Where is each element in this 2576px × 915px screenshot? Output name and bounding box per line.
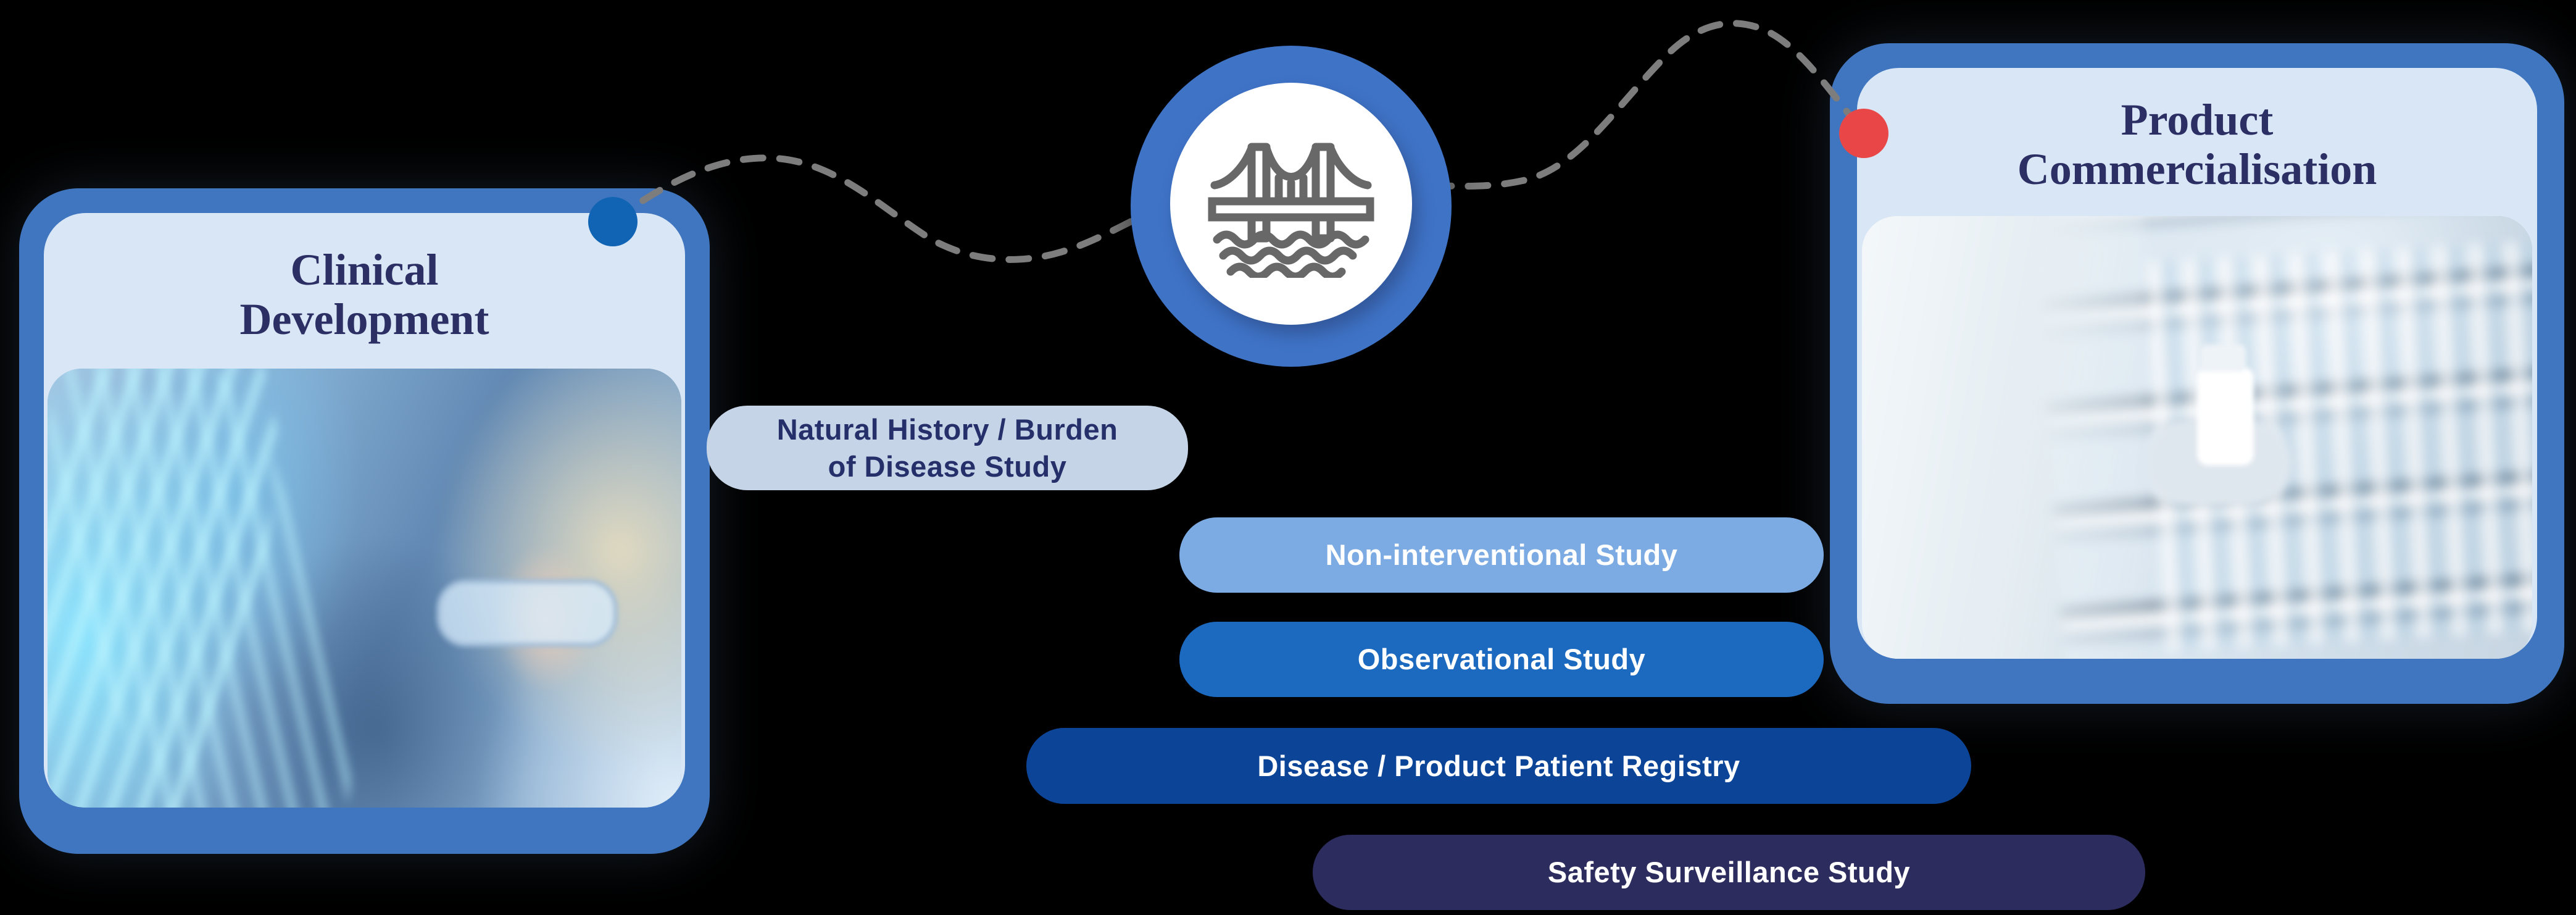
- held-bottle-cap-shape: [2200, 344, 2246, 372]
- pill-label: Observational Study: [1357, 643, 1646, 675]
- pill-label: Non-interventional Study: [1325, 538, 1678, 571]
- pill-non-interventional-study: Non-interventional Study: [1179, 517, 1824, 593]
- pill-safety-surveillance-study: Safety Surveillance Study: [1313, 835, 2145, 910]
- pill-label: Safety Surveillance Study: [1547, 856, 1911, 888]
- clinical-lab-photo: [48, 369, 681, 808]
- pharmacy-shelf-photo: [1862, 216, 2532, 659]
- safety-goggles-shape: [436, 579, 618, 648]
- pharmacist-coat-shape: [1862, 216, 2144, 659]
- title-line: Clinical: [290, 245, 439, 295]
- bridge-circle-badge: [1131, 46, 1452, 367]
- title-line: Product: [2121, 95, 2274, 144]
- bridge-icon: [1208, 143, 1374, 278]
- held-bottle-shape: [2197, 366, 2254, 466]
- pill-observational-study: Observational Study: [1179, 622, 1824, 697]
- pill-disease-product-patient-registry: Disease / Product Patient Registry: [1026, 728, 1971, 804]
- blue-connector-dot: [588, 197, 638, 246]
- bridge-badge-inner: [1170, 83, 1412, 325]
- red-connector-dot: [1839, 109, 1888, 158]
- title-line: Commercialisation: [2017, 144, 2377, 194]
- title-line: Development: [239, 295, 489, 344]
- pill-label: Disease / Product Patient Registry: [1257, 749, 1740, 782]
